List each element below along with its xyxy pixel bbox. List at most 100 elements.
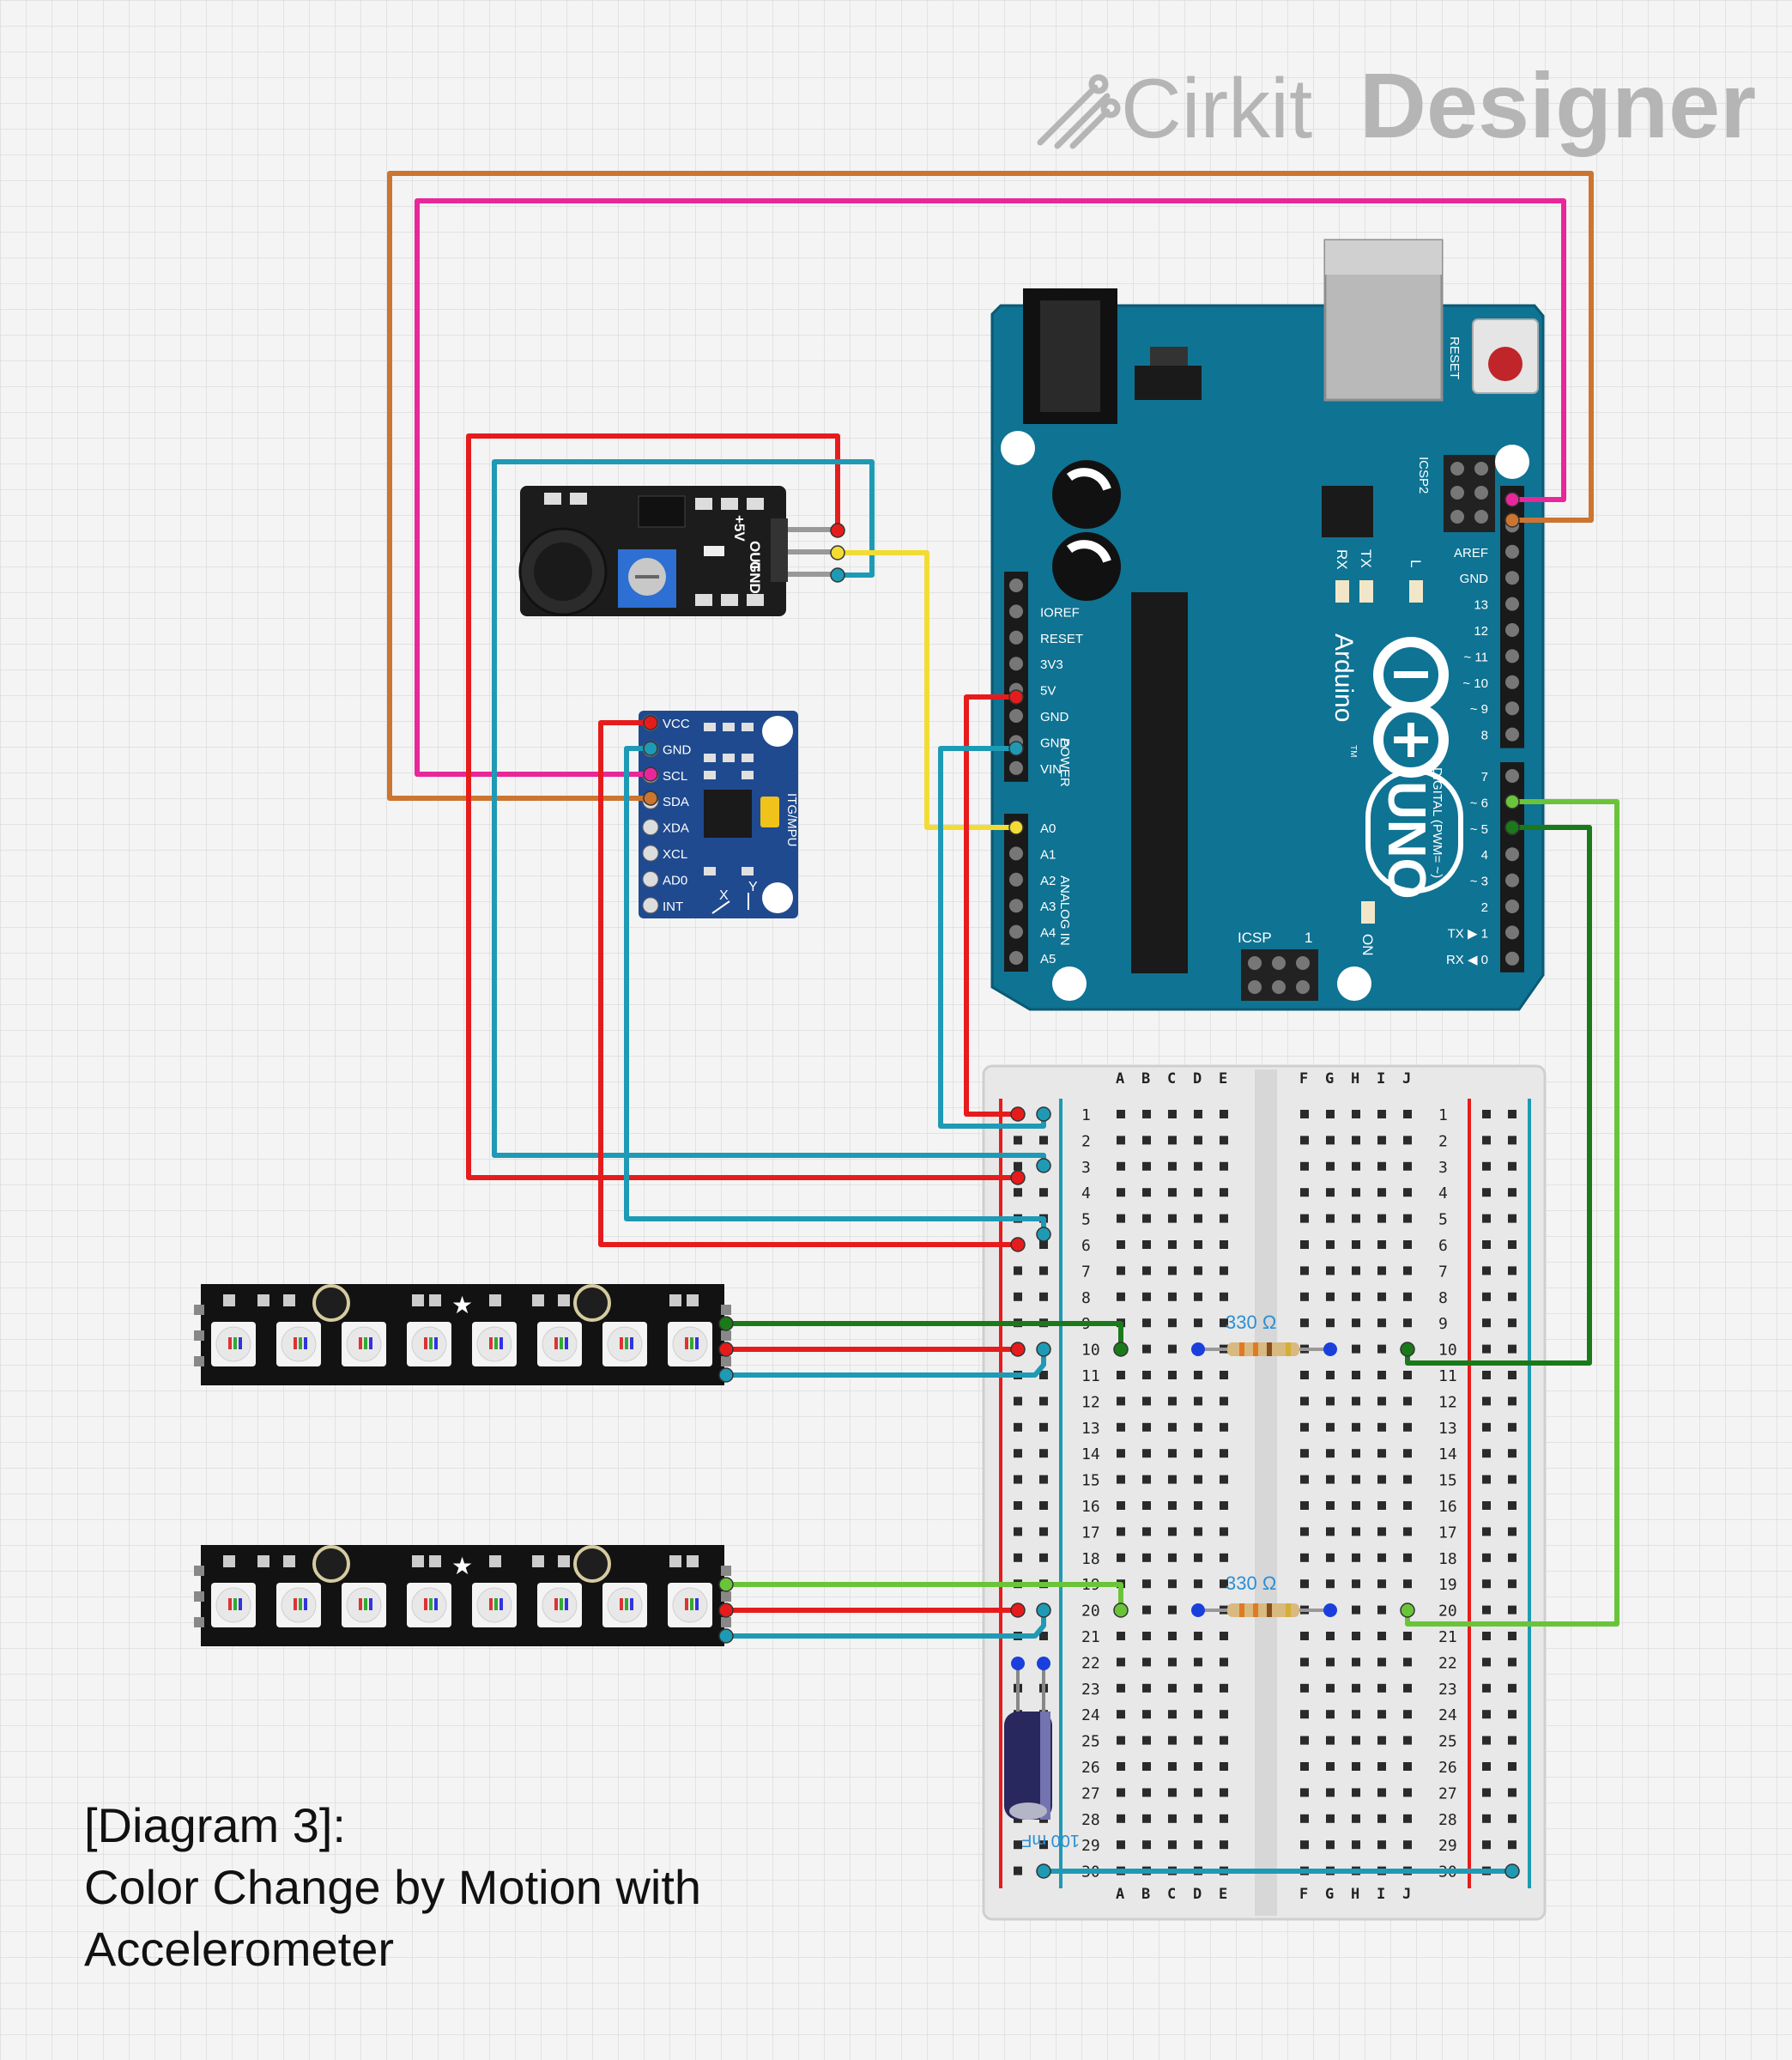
breadboard-hole[interactable] — [1508, 1605, 1517, 1615]
breadboard-hole[interactable] — [1403, 1188, 1412, 1197]
breadboard-hole[interactable] — [1482, 1527, 1491, 1536]
mpu-pin[interactable] — [642, 897, 659, 914]
analog-pin[interactable] — [1009, 951, 1023, 965]
breadboard-hole[interactable] — [1403, 1397, 1412, 1406]
breadboard-hole[interactable] — [1508, 1553, 1517, 1562]
breadboard-hole[interactable] — [1194, 1292, 1202, 1301]
breadboard-hole[interactable] — [1508, 1579, 1517, 1589]
breadboard-hole[interactable] — [1377, 1632, 1386, 1640]
breadboard-hole[interactable] — [1326, 1553, 1335, 1562]
wire-pin6-to-resistor2[interactable] — [1405, 799, 1619, 1627]
wire-mpu-vcc[interactable] — [598, 720, 1020, 1247]
breadboard-hole[interactable] — [1300, 1371, 1309, 1379]
breadboard-hole[interactable] — [1300, 1814, 1309, 1823]
breadboard-hole[interactable] — [1220, 1840, 1228, 1850]
breadboard-hole[interactable] — [1142, 1110, 1151, 1118]
breadboard-hole[interactable] — [1220, 1397, 1228, 1406]
breadboard-hole[interactable] — [1508, 1266, 1517, 1275]
breadboard-hole[interactable] — [1352, 1136, 1360, 1145]
electrolytic-capacitor[interactable]: 100 mF — [1004, 1657, 1080, 1850]
breadboard-hole[interactable] — [1508, 1788, 1517, 1797]
wire-arduino-gnd[interactable] — [938, 746, 1046, 1129]
breadboard-hole[interactable] — [1220, 1683, 1228, 1693]
breadboard-hole[interactable] — [1508, 1736, 1517, 1745]
breadboard-hole[interactable] — [1168, 1605, 1177, 1615]
breadboard-hole[interactable] — [1326, 1188, 1335, 1197]
breadboard-hole[interactable] — [1352, 1736, 1360, 1745]
breadboard-hole[interactable] — [1300, 1214, 1309, 1223]
breadboard-hole[interactable] — [1482, 1814, 1491, 1823]
breadboard-hole[interactable] — [1326, 1657, 1335, 1667]
breadboard-hole[interactable] — [1482, 1657, 1491, 1667]
breadboard-hole[interactable] — [1482, 1110, 1491, 1118]
breadboard-hole[interactable] — [1300, 1188, 1309, 1197]
breadboard-hole[interactable] — [1168, 1762, 1177, 1771]
breadboard-hole[interactable] — [1142, 1579, 1151, 1589]
breadboard-hole[interactable] — [1508, 1110, 1517, 1118]
breadboard-hole[interactable] — [1142, 1344, 1151, 1354]
breadboard-hole[interactable] — [1403, 1449, 1412, 1458]
breadboard-hole[interactable] — [1482, 1292, 1491, 1301]
breadboard-hole[interactable] — [1403, 1475, 1412, 1484]
power-pin[interactable] — [1009, 760, 1023, 775]
breadboard-hole[interactable] — [1039, 1840, 1048, 1850]
digital-high-pin[interactable] — [1505, 623, 1519, 637]
breadboard-hole[interactable] — [1508, 1814, 1517, 1823]
breadboard-hole[interactable] — [1352, 1110, 1360, 1118]
breadboard-hole[interactable] — [1300, 1292, 1309, 1301]
breadboard-hole[interactable] — [1142, 1292, 1151, 1301]
breadboard-hole[interactable] — [1194, 1397, 1202, 1406]
neopixel-strip-1[interactable]: ★ — [194, 1284, 731, 1385]
breadboard-hole[interactable] — [1508, 1318, 1517, 1328]
breadboard-hole[interactable] — [1220, 1657, 1228, 1667]
breadboard-hole[interactable] — [1352, 1161, 1360, 1171]
breadboard-hole[interactable] — [1508, 1632, 1517, 1640]
breadboard-hole[interactable] — [1168, 1214, 1177, 1223]
breadboard-hole[interactable] — [1168, 1553, 1177, 1562]
breadboard-hole[interactable] — [1168, 1292, 1177, 1301]
breadboard-hole[interactable] — [1482, 1371, 1491, 1379]
breadboard-hole[interactable] — [1194, 1814, 1202, 1823]
breadboard-hole[interactable] — [1508, 1344, 1517, 1354]
breadboard-hole[interactable] — [1014, 1449, 1022, 1458]
mpu-pin[interactable] — [642, 870, 659, 888]
breadboard-hole[interactable] — [1168, 1449, 1177, 1458]
breadboard-hole[interactable] — [1352, 1840, 1360, 1850]
breadboard-hole[interactable] — [1352, 1501, 1360, 1510]
power-pin[interactable] — [1009, 630, 1023, 645]
breadboard-hole[interactable] — [1508, 1188, 1517, 1197]
breadboard-hole[interactable] — [1220, 1710, 1228, 1719]
sound-sensor-module[interactable]: +5V OUT GND — [518, 486, 838, 616]
breadboard-hole[interactable] — [1377, 1814, 1386, 1823]
breadboard-hole[interactable] — [1403, 1371, 1412, 1379]
breadboard-hole[interactable] — [1508, 1136, 1517, 1145]
breadboard-hole[interactable] — [1194, 1553, 1202, 1562]
digital-low-pin[interactable] — [1505, 951, 1519, 966]
breadboard-hole[interactable] — [1403, 1292, 1412, 1301]
breadboard-hole[interactable] — [1142, 1840, 1151, 1850]
breadboard-hole[interactable] — [1482, 1840, 1491, 1850]
breadboard-hole[interactable] — [1352, 1422, 1360, 1432]
breadboard-hole[interactable] — [1142, 1632, 1151, 1640]
breadboard-hole[interactable] — [1352, 1292, 1360, 1301]
breadboard-hole[interactable] — [1482, 1161, 1491, 1171]
breadboard-hole[interactable] — [1168, 1371, 1177, 1379]
breadboard-hole[interactable] — [1194, 1657, 1202, 1667]
breadboard-hole[interactable] — [1014, 1501, 1022, 1510]
breadboard-hole[interactable] — [1300, 1788, 1309, 1797]
breadboard-hole[interactable] — [1403, 1527, 1412, 1536]
breadboard-hole[interactable] — [1377, 1422, 1386, 1432]
breadboard-hole[interactable] — [1117, 1161, 1125, 1171]
breadboard-hole[interactable] — [1300, 1683, 1309, 1693]
breadboard-hole[interactable] — [1326, 1527, 1335, 1536]
reset-button[interactable] — [1472, 318, 1539, 394]
digital-low-pin[interactable] — [1505, 769, 1519, 783]
breadboard-hole[interactable] — [1352, 1266, 1360, 1275]
breadboard-hole[interactable] — [1377, 1762, 1386, 1771]
power-pin[interactable] — [1009, 657, 1023, 671]
breadboard-hole[interactable] — [1194, 1371, 1202, 1379]
breadboard-hole[interactable] — [1039, 1188, 1048, 1197]
breadboard-hole[interactable] — [1117, 1657, 1125, 1667]
breadboard-hole[interactable] — [1482, 1475, 1491, 1484]
breadboard-hole[interactable] — [1482, 1553, 1491, 1562]
